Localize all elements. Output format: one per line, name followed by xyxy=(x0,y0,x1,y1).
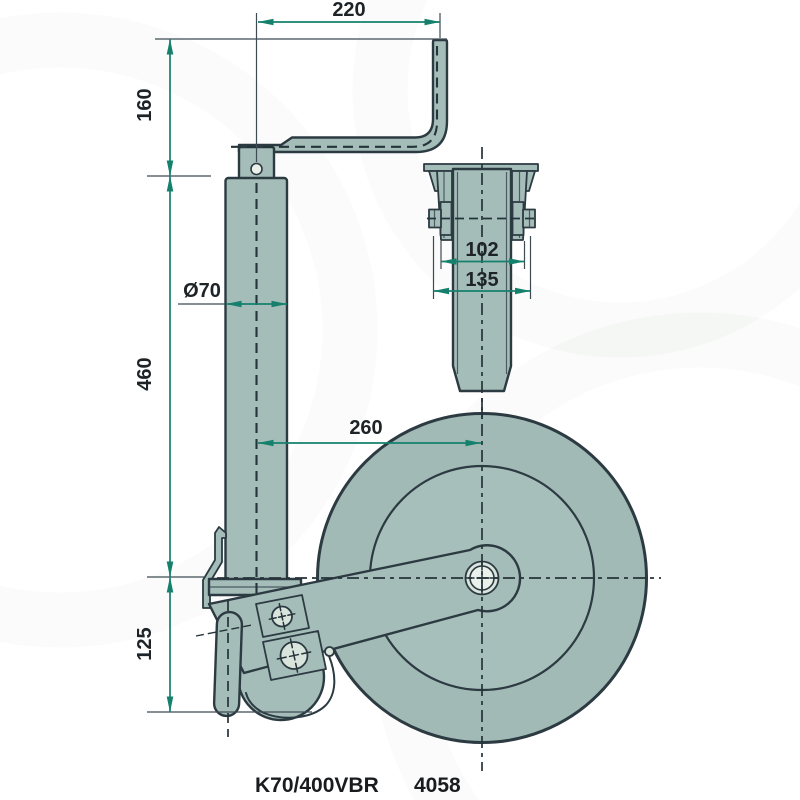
product-code-label: 4058 xyxy=(414,774,461,797)
screw-upper xyxy=(268,603,296,630)
crank-handle xyxy=(237,38,449,154)
dim-label-bracket-height: 125 xyxy=(134,627,156,660)
dim-label-fork-width: 135 xyxy=(465,269,498,291)
product-model-label: K70/400VBR xyxy=(255,774,379,797)
dim-label-rim-width: 102 xyxy=(465,239,498,261)
front-view-centerlines xyxy=(427,147,537,421)
dimensions: 220 160 Ø70 460 125 260 102 135 xyxy=(134,0,532,713)
front-view xyxy=(423,147,539,421)
side-view xyxy=(195,38,661,771)
side-view-centerlines xyxy=(195,46,661,771)
screw-lower xyxy=(276,638,312,673)
dim-label-tube-diameter: Ø70 xyxy=(183,280,221,302)
dim-label-tube-length: 460 xyxy=(134,357,156,390)
dim-label-crank-offset: 220 xyxy=(332,0,365,21)
crank-pin-hole xyxy=(250,162,263,176)
locking-pin xyxy=(212,610,244,718)
dimension-lines xyxy=(166,18,531,713)
dim-label-crank-height: 160 xyxy=(134,88,156,121)
dim-label-wheel-offset: 260 xyxy=(349,417,382,439)
safety-wire xyxy=(245,646,336,719)
footer: K70/400VBR 4058 xyxy=(255,774,461,797)
